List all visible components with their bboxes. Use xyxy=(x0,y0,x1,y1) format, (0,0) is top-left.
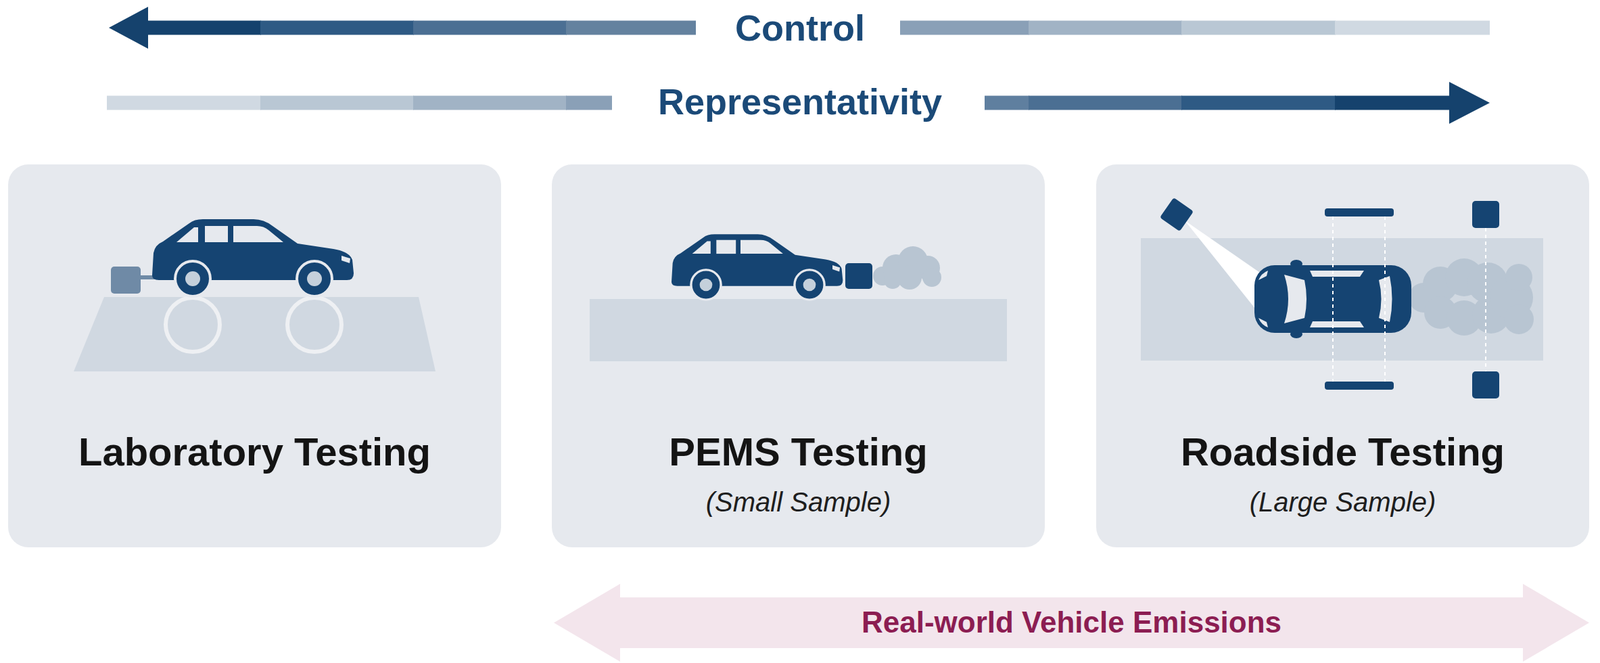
method-panel: Roadside Testing (Large Sample) xyxy=(1096,164,1590,548)
exhaust-cloud xyxy=(873,246,942,290)
arrow-head xyxy=(108,6,149,49)
pems-device xyxy=(845,263,873,289)
arrow-segment xyxy=(106,96,262,111)
arrow-segment xyxy=(260,96,414,111)
pems-car xyxy=(671,233,843,300)
camera-box xyxy=(1472,200,1500,228)
dyno-roller xyxy=(287,297,342,352)
panel-ground xyxy=(1096,164,1590,548)
method-panel: PEMS Testing (Small Sample) xyxy=(551,164,1045,548)
arrow-segment xyxy=(413,20,567,36)
arrow-segment xyxy=(260,20,414,36)
speed-sensor-bar xyxy=(1324,208,1394,217)
cloud-puff xyxy=(883,271,902,289)
panel-title: Roadside Testing xyxy=(1180,428,1505,476)
sample-note: (Large Sample) xyxy=(1249,484,1437,519)
cloud-puff xyxy=(1503,304,1534,335)
arrow-segment xyxy=(566,96,613,111)
dyno-platform xyxy=(73,296,436,372)
road xyxy=(589,298,1007,362)
scope-band: Real-world Vehicle Emissions xyxy=(553,583,1590,662)
pems-illustration xyxy=(589,233,1007,362)
arrow-segment xyxy=(1181,20,1336,36)
arrow-segment xyxy=(1028,20,1183,36)
laboratory-illustration xyxy=(73,219,436,372)
sensor-line xyxy=(1332,216,1334,382)
speed-sensor-bar xyxy=(1324,381,1394,390)
camera-box xyxy=(1472,371,1500,399)
double-arrow-outline xyxy=(553,583,1590,662)
arrow-segment xyxy=(147,20,262,36)
panel-text-wrap: Laboratory Testing xyxy=(8,428,502,476)
arrow-segment xyxy=(900,20,1030,36)
dyno-roller xyxy=(165,297,220,352)
arrow-segment xyxy=(566,20,696,36)
exhaust-sampler xyxy=(110,266,141,294)
axis-label: Control xyxy=(725,6,875,49)
arrow-segment xyxy=(1334,96,1450,111)
remote-sensor xyxy=(1159,197,1194,232)
panel-ground xyxy=(551,164,1045,548)
cloud-puff xyxy=(1505,263,1533,291)
panel-text-wrap: PEMS Testing (Small Sample) xyxy=(551,428,1045,519)
arrow-segment xyxy=(413,96,567,111)
arrow-segment xyxy=(1181,96,1336,111)
sensor-line xyxy=(1384,216,1386,382)
sensor-line xyxy=(1485,227,1487,372)
arrow-head xyxy=(1449,81,1490,124)
label-wrap: Control xyxy=(0,6,1600,49)
band-text-wrap: Real-world Vehicle Emissions xyxy=(553,583,1590,662)
axis-label: Representativity xyxy=(648,80,952,123)
sample-note: (Small Sample) xyxy=(706,484,891,519)
road xyxy=(1140,238,1544,361)
arrow-segment xyxy=(984,96,1030,111)
cloud-puff xyxy=(897,265,922,290)
control-arrow xyxy=(108,6,1490,49)
exhaust-cloud xyxy=(1408,258,1534,336)
roadside-illustration xyxy=(1140,197,1544,399)
panel-title: Laboratory Testing xyxy=(78,428,431,476)
method-panel: Laboratory Testing xyxy=(8,164,502,548)
panel-title: PEMS Testing xyxy=(668,428,928,476)
panel-ground xyxy=(8,164,502,548)
laboratory-car xyxy=(152,219,354,297)
cloud-puff xyxy=(922,267,942,287)
panel-text-wrap: Roadside Testing (Large Sample) xyxy=(1096,428,1590,519)
band-label: Real-world Vehicle Emissions xyxy=(861,604,1282,641)
arrow-segment xyxy=(1028,96,1183,111)
label-wrap: Representativity xyxy=(0,80,1600,123)
arrow-segment xyxy=(1334,20,1490,36)
